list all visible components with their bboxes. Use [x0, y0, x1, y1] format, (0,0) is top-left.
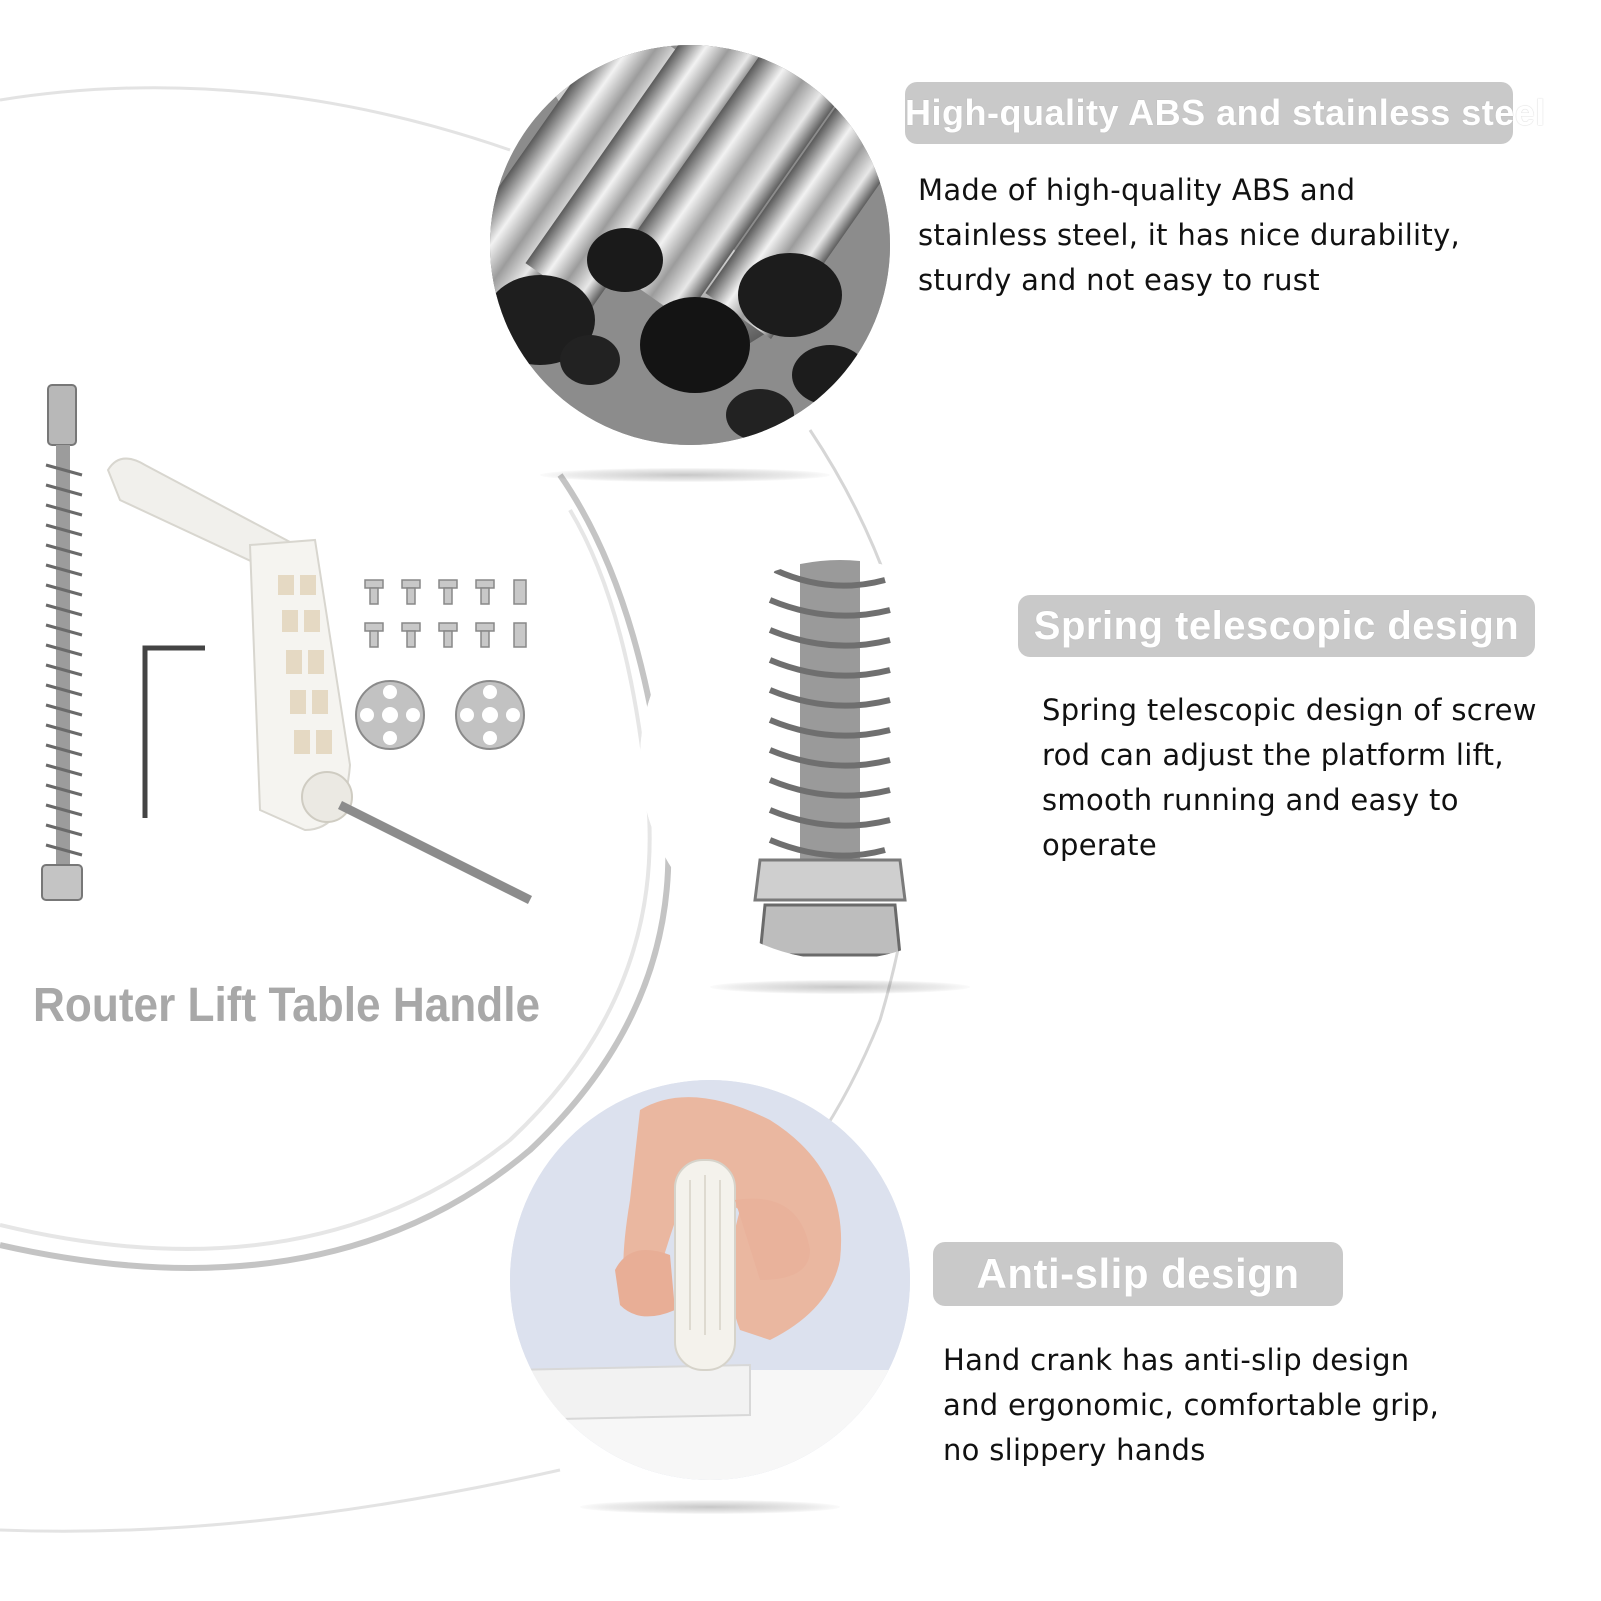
description-line: sturdy and not easy to rust	[918, 263, 1320, 297]
feature-title-spring: Spring telescopic design	[1018, 595, 1535, 657]
feature-description-anti-slip: Hand crank has anti-slip design and ergo…	[943, 1338, 1439, 1473]
product-title: Router Lift Table Handle	[33, 979, 541, 1032]
description-line: rod can adjust the platform lift,	[1042, 738, 1504, 772]
feature-description-abs-steel: Made of high-quality ABS and stainless s…	[918, 168, 1460, 303]
hand-crank-image	[510, 1080, 910, 1480]
spring-rod-illustration	[640, 560, 1040, 960]
description-line: operate	[1042, 828, 1157, 862]
description-line: and ergonomic, comfortable grip,	[943, 1388, 1440, 1422]
steel-tubes-shadow	[540, 468, 830, 482]
feature-title-abs-steel: High-quality ABS and stainless steel	[905, 82, 1545, 144]
hand-crank-illustration	[510, 1080, 910, 1480]
feature-description-spring: Spring telescopic design of screw rod ca…	[1042, 688, 1537, 868]
description-line: Spring telescopic design of screw	[1042, 693, 1537, 727]
description-line: Hand crank has anti-slip design	[943, 1343, 1410, 1377]
product-kit-image	[41, 384, 533, 905]
description-line: stainless steel, it has nice durability,	[918, 218, 1461, 252]
description-line: Made of high-quality ABS and	[918, 173, 1356, 207]
description-line: no slippery hands	[943, 1433, 1206, 1467]
hand-crank-shadow	[580, 1500, 840, 1514]
spring-rod-shadow	[710, 980, 970, 994]
description-line: smooth running and easy to	[1042, 783, 1459, 817]
feature-title-anti-slip: Anti-slip design	[933, 1242, 1343, 1306]
spring-rod-image	[640, 560, 1040, 960]
